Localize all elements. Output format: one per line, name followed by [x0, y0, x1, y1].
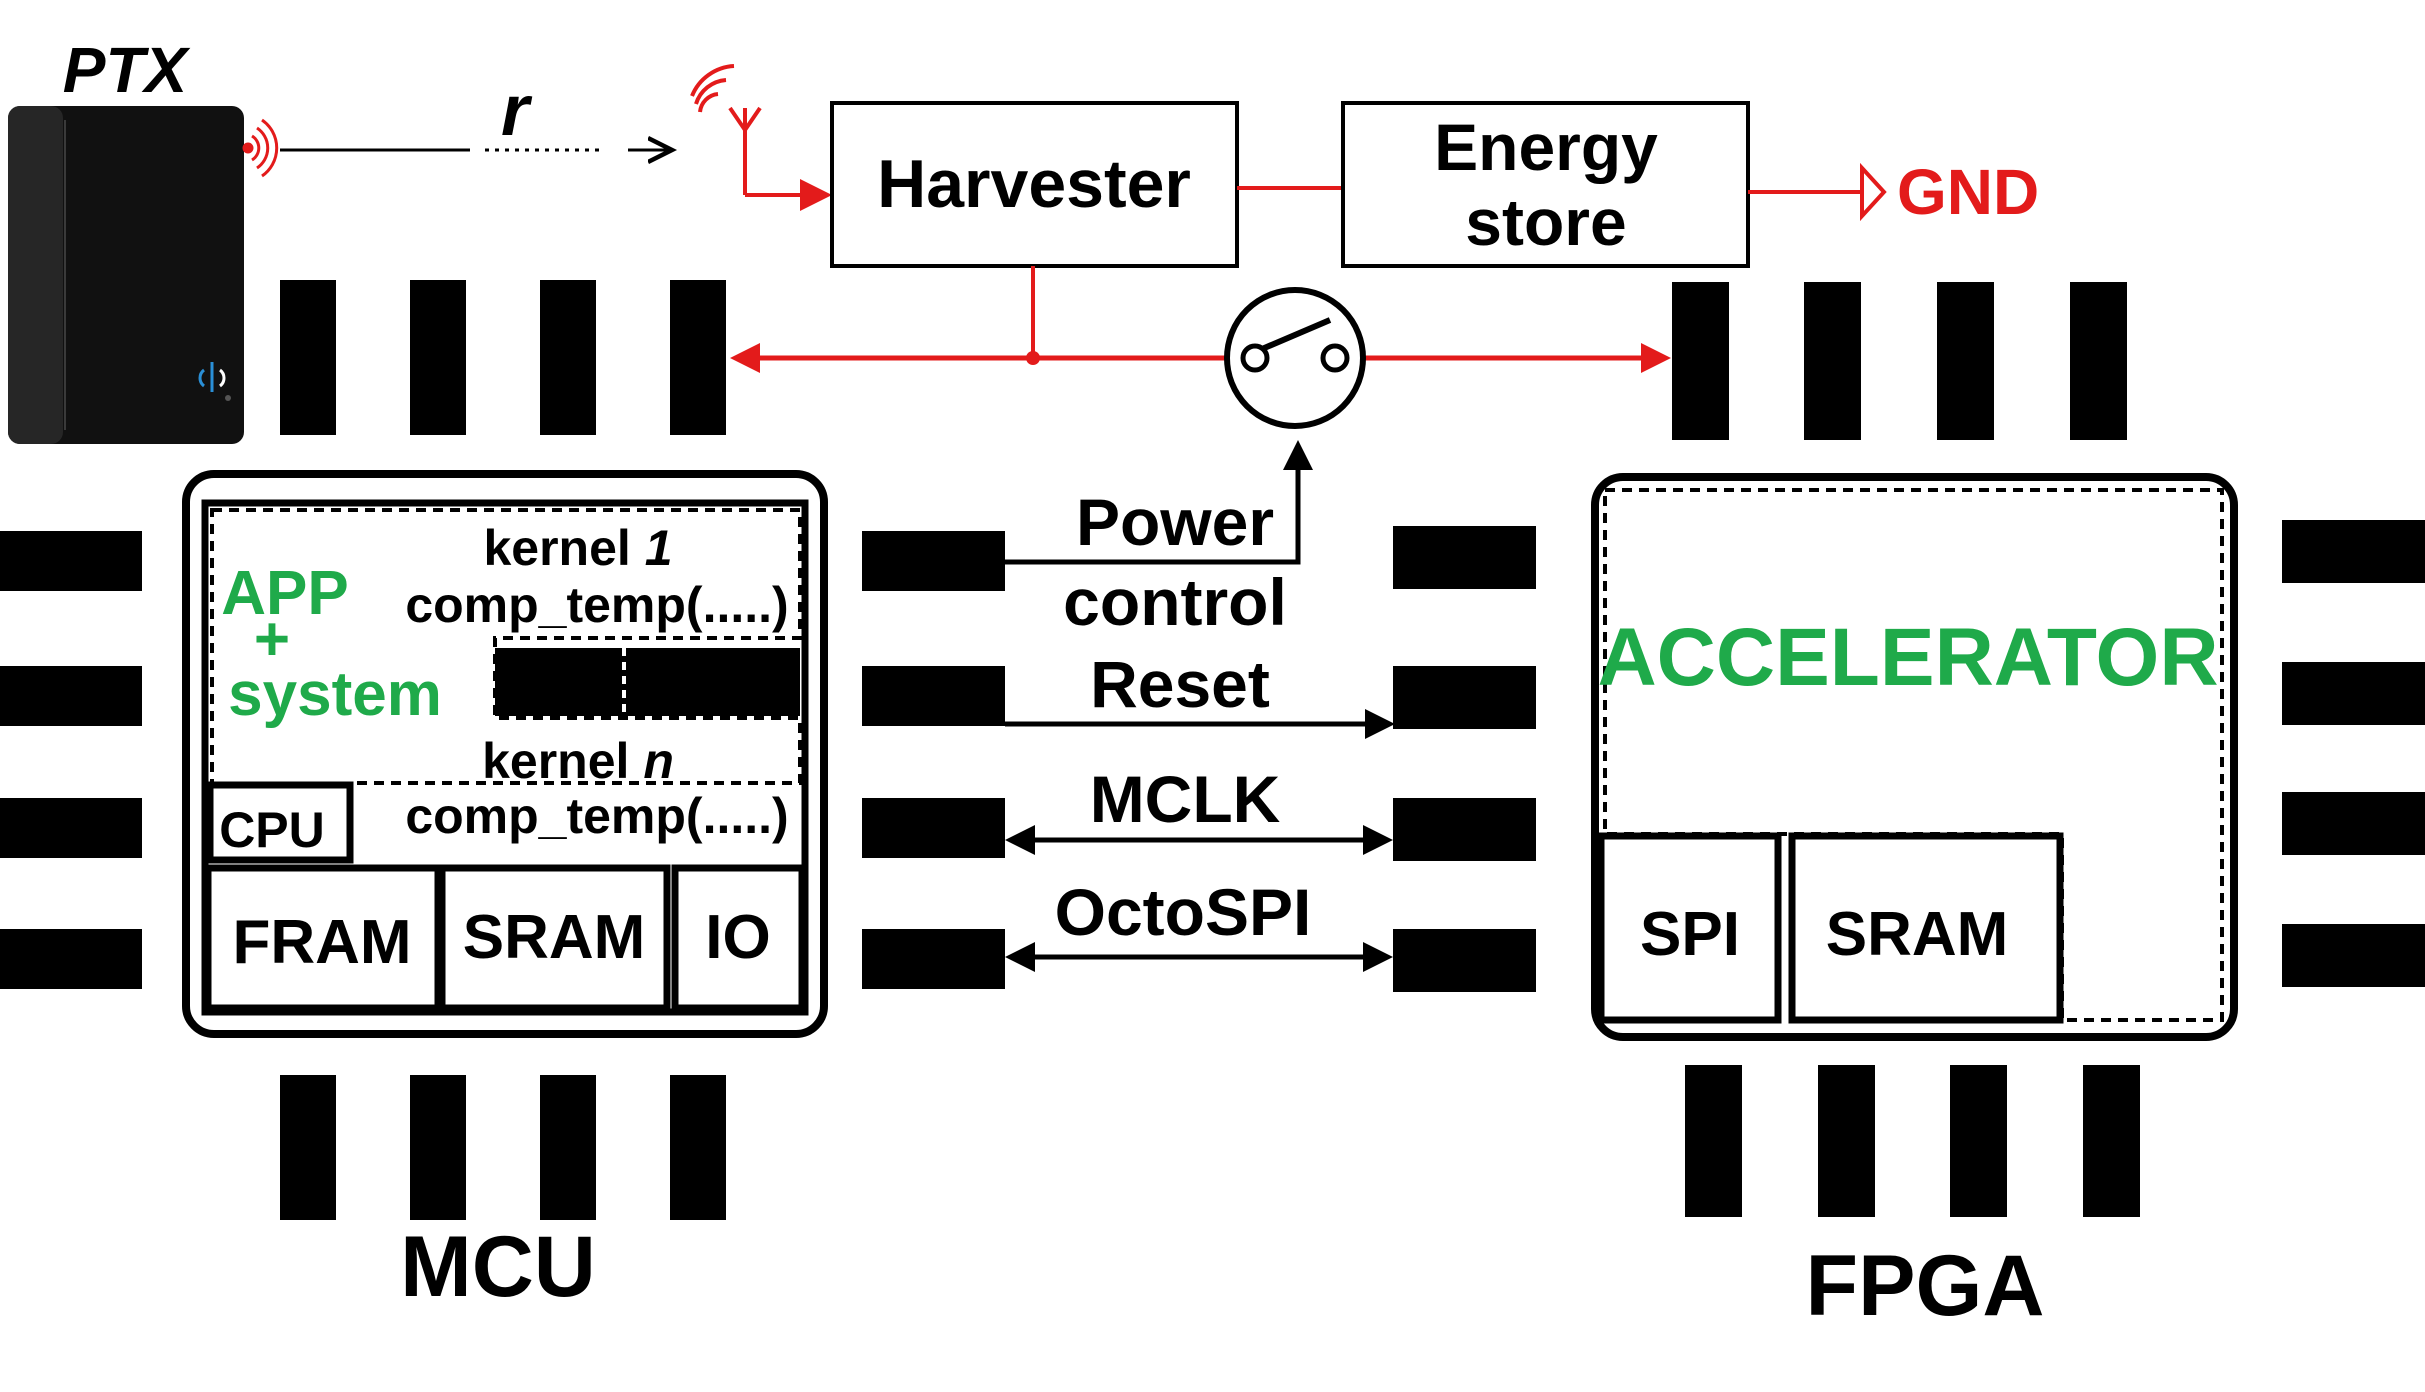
reset-label: Reset	[1090, 647, 1270, 721]
spi-label: SPI	[1640, 900, 1740, 969]
spi-box	[1597, 832, 1782, 1024]
fpga-pin	[1393, 798, 1536, 861]
ptx-transmitter	[8, 106, 279, 444]
power-control-line	[1005, 440, 1313, 565]
ptx-logo-icon	[198, 362, 226, 392]
mcu-pin	[280, 280, 336, 435]
mcu-inner-frame	[201, 499, 809, 1016]
mcu-label: MCU	[400, 1219, 596, 1315]
fpga-pin	[2282, 520, 2425, 583]
fpga-pin	[1818, 1065, 1875, 1217]
sram-label-mcu: SRAM	[463, 903, 646, 972]
fpga-chip: ACCELERATOR SPI SRAM	[1393, 282, 2425, 1217]
mcu-chip: CPU FRAM SRAM IO APP + system kernel 1 c…	[0, 280, 1005, 1220]
app-plus-label: +	[254, 605, 290, 674]
kernel-memory-bar	[495, 648, 800, 716]
mcu-pin	[0, 666, 142, 726]
fpga-pin	[2282, 662, 2425, 725]
mcu-pin	[0, 798, 142, 858]
mclk-label: MCLK	[1090, 762, 1281, 836]
fpga-pin	[1937, 282, 1994, 440]
cpu-label: CPU	[219, 802, 325, 858]
fpga-pin	[2282, 924, 2425, 987]
mcu-pin	[540, 1075, 596, 1220]
power-switch-icon	[1224, 287, 1366, 429]
mcu-pin	[862, 929, 1005, 989]
mcu-pin	[862, 798, 1005, 858]
gnd-symbol	[1860, 162, 1887, 222]
fpga-pin	[2070, 282, 2127, 440]
mcu-pin	[410, 280, 466, 435]
fpga-pin	[1685, 1065, 1742, 1217]
fpga-pin	[1672, 282, 1729, 440]
energy-store-label-2: store	[1465, 185, 1626, 259]
system-label: system	[228, 660, 442, 729]
fpga-pin	[1393, 526, 1536, 589]
fpga-label: FPGA	[1806, 1238, 2045, 1334]
accelerator-region	[1603, 488, 2224, 1022]
fpga-pin	[1950, 1065, 2007, 1217]
mcu-pin	[0, 531, 142, 591]
fpga-pin	[2282, 792, 2425, 855]
mcu-pin	[862, 666, 1005, 726]
antenna-icon	[690, 64, 762, 195]
mcu-pin	[0, 929, 142, 989]
sram-box-mcu	[438, 864, 671, 1012]
ptx-device-body	[8, 106, 244, 444]
harvester-label: Harvester	[877, 146, 1191, 222]
junction-dot	[1026, 351, 1040, 365]
harvester-box	[830, 101, 1239, 268]
io-label: IO	[705, 903, 770, 972]
fpga-pin	[1393, 666, 1536, 729]
kernel-1-func: comp_temp(.....)	[405, 577, 788, 633]
distance-label: r	[501, 71, 533, 151]
mcu-pin	[540, 280, 596, 435]
mcu-pin	[862, 531, 1005, 591]
octospi-label: OctoSPI	[1055, 875, 1312, 949]
app-label: APP	[221, 559, 348, 628]
cpu-box	[206, 781, 354, 864]
mcu-pin	[280, 1075, 336, 1220]
sram-label-fpga: SRAM	[1826, 900, 2009, 969]
power-control-label-1: Power	[1076, 485, 1274, 559]
fpga-pin	[1393, 929, 1536, 992]
fram-box	[204, 864, 442, 1012]
gnd-label: GND	[1897, 156, 2039, 228]
mcu-pin	[410, 1075, 466, 1220]
ptx-label: PTX	[63, 34, 191, 106]
kernel-n-label: kernel n	[482, 733, 674, 789]
io-box	[671, 864, 806, 1012]
ptx-emitter-icon	[242, 118, 279, 178]
sram-box-fpga	[1788, 832, 2064, 1024]
fpga-pin	[2083, 1065, 2140, 1217]
energy-store-label-1: Energy	[1434, 110, 1658, 184]
mcu-pin	[670, 280, 726, 435]
kernel-1-label: kernel 1	[483, 520, 672, 576]
fram-label: FRAM	[232, 908, 411, 977]
fpga-pin	[1804, 282, 1861, 440]
power-control-label-2: control	[1063, 565, 1287, 639]
energy-store-box	[1341, 101, 1750, 268]
kernel-n-func: comp_temp(.....)	[405, 788, 788, 844]
accelerator-label: ACCELERATOR	[1597, 612, 2218, 703]
ptx-device-side	[8, 106, 63, 444]
mcu-pin	[670, 1075, 726, 1220]
